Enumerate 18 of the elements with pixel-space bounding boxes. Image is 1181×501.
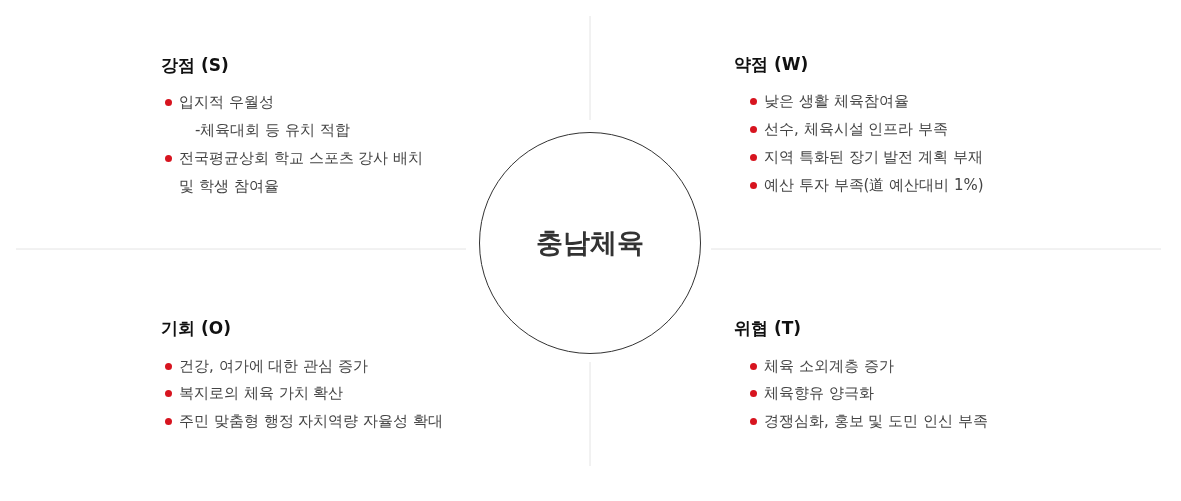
- list-item-text: 낮은 생활 체육참여율: [764, 91, 909, 112]
- section-heading: 강점 (S): [161, 54, 229, 76]
- list-item-text: 건강, 여가에 대한 관심 증가: [179, 356, 368, 377]
- list-item-text: 복지로의 체육 가치 확산: [179, 383, 344, 404]
- list-item-text: 전국평균상회 학교 스포츠 강사 배치 및 학생 참여율: [179, 148, 425, 197]
- list-item-text: 경쟁심화, 홍보 및 도민 인신 부족: [764, 411, 988, 432]
- list-item-text: 체육 소외계층 증가: [764, 356, 894, 377]
- center-title: 충남체육: [536, 226, 644, 260]
- section-heading: 위협 (T): [734, 317, 802, 339]
- list-item-text: 입지적 우월성: [179, 92, 274, 113]
- list-item-text: 선수, 체육시설 인프라 부족: [764, 119, 949, 140]
- list-item-text: 체육향유 양극화: [764, 383, 874, 404]
- list-item-text: 지역 특화된 장기 발전 계획 부재: [764, 147, 983, 168]
- list-item-text: 주민 맞춤형 행정 자치역량 자율성 확대: [179, 411, 443, 432]
- sub-item-text: -체육대회 등 유치 적합: [195, 120, 350, 141]
- section-heading: 약점 (W): [734, 53, 809, 75]
- section-heading: 기회 (O): [161, 317, 231, 339]
- list-item-text: 예산 투자 부족(道 예산대비 1%): [764, 175, 984, 196]
